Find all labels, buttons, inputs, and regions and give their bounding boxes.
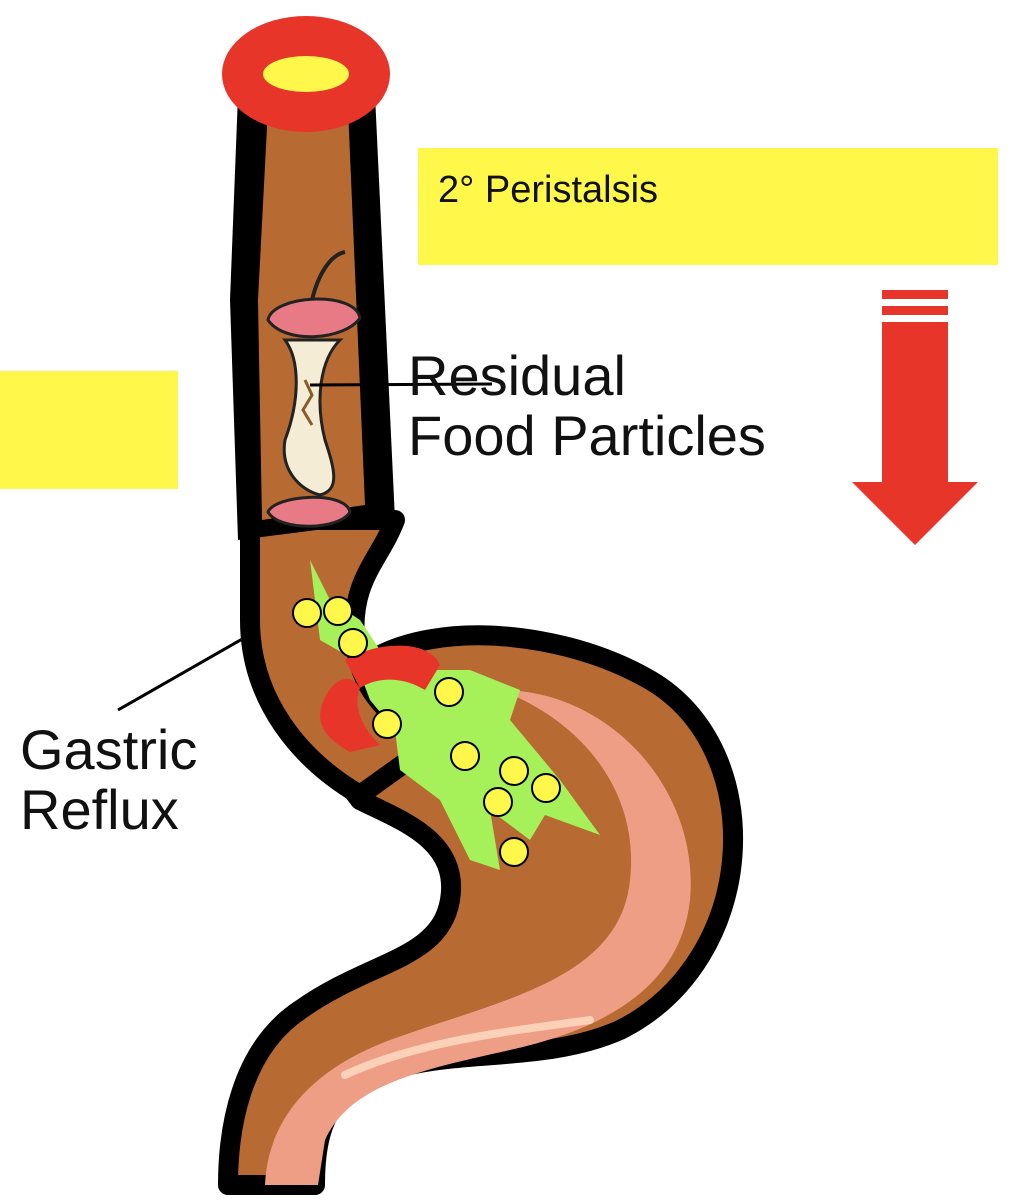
gastric-reflux-plume	[310, 560, 600, 870]
food-particle	[499, 837, 529, 867]
food-particle	[323, 596, 353, 626]
food-particle	[450, 741, 480, 771]
gastric-reflux-label-line1: Gastric	[20, 718, 198, 781]
lower-esophageal-sphincter	[320, 645, 440, 752]
peristalsis-label: 2° Peristalsis	[438, 169, 659, 211]
gastric-leader-line	[117, 628, 259, 712]
gastric-reflux-label: Gastric Reflux	[20, 718, 198, 842]
residual-food-label: Residual Food Particles	[408, 344, 766, 468]
esophagus-opening	[222, 16, 390, 132]
residual-food-label-line2: Food Particles	[408, 404, 766, 468]
peristalsis-label-box	[418, 148, 998, 265]
food-particle	[338, 628, 368, 658]
residual-leader-line	[309, 382, 493, 387]
residual-food-label-line1: Residual	[408, 344, 626, 407]
food-particle	[292, 598, 322, 628]
apple-core-icon	[266, 250, 362, 528]
food-particles	[292, 596, 561, 867]
blank-label-box	[0, 371, 178, 489]
food-particle	[483, 787, 513, 817]
food-particle	[531, 773, 561, 803]
food-particle	[434, 677, 464, 707]
down-arrow-icon	[852, 290, 978, 545]
food-particle	[499, 756, 529, 786]
gastric-reflux-label-line2: Reflux	[20, 778, 179, 842]
food-particle	[372, 709, 402, 739]
